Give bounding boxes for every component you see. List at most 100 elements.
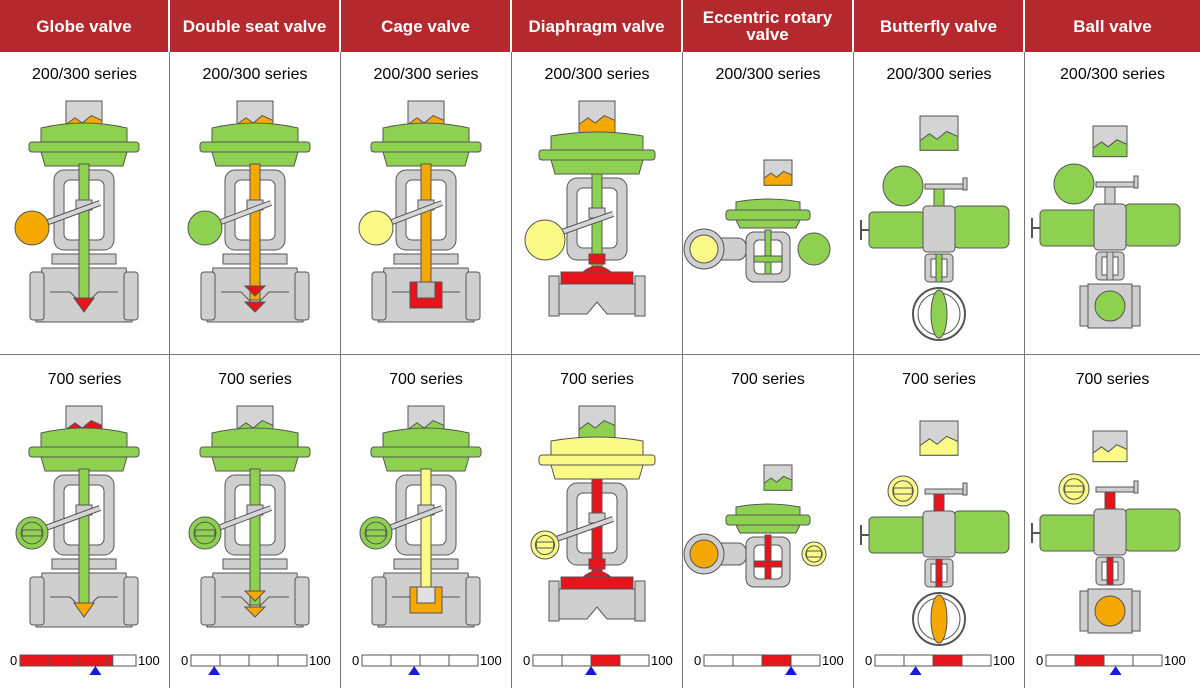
positioner-icon bbox=[358, 210, 394, 246]
valve-body bbox=[683, 198, 831, 283]
scale-fill bbox=[761, 654, 792, 667]
column-divider bbox=[682, 52, 683, 688]
series-label: 700 series bbox=[1075, 371, 1150, 388]
position-marker bbox=[585, 666, 597, 675]
positioner-icon bbox=[797, 232, 831, 266]
header-eccentric-rotary-valve: Eccentric rotary valve bbox=[683, 0, 852, 52]
series-label: 200/300 series bbox=[544, 66, 650, 83]
position-marker bbox=[1109, 666, 1122, 675]
valve-cell-double bbox=[187, 100, 311, 323]
position-marker bbox=[909, 666, 922, 675]
scale-max-label: 100 bbox=[993, 653, 1015, 668]
status-icon bbox=[1092, 125, 1128, 158]
header-double-seat-valve: Double seat valve bbox=[170, 0, 339, 52]
valve-body bbox=[683, 503, 827, 588]
position-scale: 0 100 bbox=[181, 653, 331, 675]
scale-min-label: 0 bbox=[181, 653, 188, 668]
column-divider bbox=[1024, 52, 1025, 688]
valve-body bbox=[188, 427, 311, 628]
position-scale: 0 100 bbox=[352, 653, 502, 675]
series-label: 200/300 series bbox=[32, 66, 137, 83]
series-label: 700 series bbox=[47, 371, 122, 388]
series-label: 700 series bbox=[902, 371, 976, 388]
position-marker bbox=[89, 666, 102, 675]
scale-max-label: 100 bbox=[822, 653, 844, 668]
valve-body bbox=[524, 131, 656, 317]
valve-cell-diaphragm bbox=[524, 100, 656, 317]
positioner-icon bbox=[359, 516, 393, 550]
positioner-icon bbox=[524, 219, 566, 261]
header-cage-valve: Cage valve bbox=[341, 0, 510, 52]
series-label: 200/300 series bbox=[715, 66, 821, 83]
scale-max-label: 100 bbox=[138, 653, 160, 668]
positioner-icon bbox=[14, 210, 50, 246]
valve-body bbox=[530, 436, 656, 622]
header-diaphragm-valve: Diaphragm valve bbox=[512, 0, 681, 52]
scale-fill bbox=[1074, 654, 1105, 667]
position-scale: 0 100 bbox=[694, 653, 844, 675]
valve-cell-double bbox=[188, 405, 311, 628]
valve-cell-diaphragm bbox=[530, 405, 656, 622]
status-icon bbox=[763, 464, 793, 491]
valve-body bbox=[187, 122, 311, 323]
positioner-icon bbox=[801, 541, 827, 567]
series-label: 200/300 series bbox=[1060, 66, 1165, 83]
scale-max-label: 100 bbox=[651, 653, 673, 668]
row-divider bbox=[0, 354, 1200, 355]
series-label: 200/300 series bbox=[202, 66, 308, 83]
status-icon bbox=[578, 405, 616, 439]
position-marker bbox=[785, 666, 797, 675]
position-marker bbox=[408, 666, 421, 675]
series-label: 200/300 series bbox=[373, 66, 479, 83]
header-butterfly-valve: Butterfly valve bbox=[854, 0, 1023, 52]
scale-fill bbox=[19, 654, 114, 667]
position-marker bbox=[208, 666, 221, 675]
valve-body bbox=[359, 427, 482, 628]
positioner-icon bbox=[887, 475, 919, 507]
header-globe-valve: Globe valve bbox=[0, 0, 168, 52]
valve-cell-ball bbox=[1031, 125, 1181, 329]
valve-cell-globe bbox=[14, 100, 140, 323]
scale-min-label: 0 bbox=[10, 653, 17, 668]
valve-cell-eccentric bbox=[683, 159, 831, 283]
valve-cell-butterfly bbox=[860, 115, 1010, 341]
scale-max-label: 100 bbox=[309, 653, 331, 668]
series-label: 200/300 series bbox=[886, 66, 992, 83]
valve-body bbox=[358, 122, 482, 323]
column-divider bbox=[169, 52, 170, 688]
scale-fill bbox=[932, 654, 963, 667]
series-label: 700 series bbox=[389, 371, 463, 388]
valve-body bbox=[1031, 163, 1181, 329]
positioner-icon bbox=[530, 530, 560, 560]
series-label: 700 series bbox=[731, 371, 805, 388]
column-divider bbox=[853, 52, 854, 688]
status-icon bbox=[578, 100, 616, 134]
positioner-icon bbox=[1058, 473, 1090, 505]
status-icon bbox=[919, 420, 959, 456]
valve-cell-cage bbox=[358, 100, 482, 323]
valve-cell-globe bbox=[15, 405, 140, 628]
series-label: 700 series bbox=[218, 371, 292, 388]
valve-cell-ball bbox=[1031, 430, 1181, 634]
series-label: 700 series bbox=[560, 371, 634, 388]
valve-body bbox=[1031, 473, 1181, 634]
scale-min-label: 0 bbox=[1036, 653, 1043, 668]
valve-body bbox=[860, 475, 1010, 646]
position-scale: 0 100 bbox=[865, 653, 1015, 675]
scale-min-label: 0 bbox=[694, 653, 701, 668]
scale-min-label: 0 bbox=[865, 653, 872, 668]
position-scale: 0 100 bbox=[1036, 653, 1186, 675]
valve-body bbox=[14, 122, 140, 323]
scale-max-label: 100 bbox=[1164, 653, 1186, 668]
scale-min-label: 0 bbox=[352, 653, 359, 668]
valve-cell-eccentric bbox=[683, 464, 827, 588]
positioner-icon bbox=[882, 165, 924, 207]
scale-max-label: 100 bbox=[480, 653, 502, 668]
column-divider bbox=[340, 52, 341, 688]
header-ball-valve: Ball valve bbox=[1025, 0, 1200, 52]
valve-cell-cage bbox=[359, 405, 482, 628]
valve-cell-butterfly bbox=[860, 420, 1010, 646]
positioner-icon bbox=[15, 516, 49, 550]
